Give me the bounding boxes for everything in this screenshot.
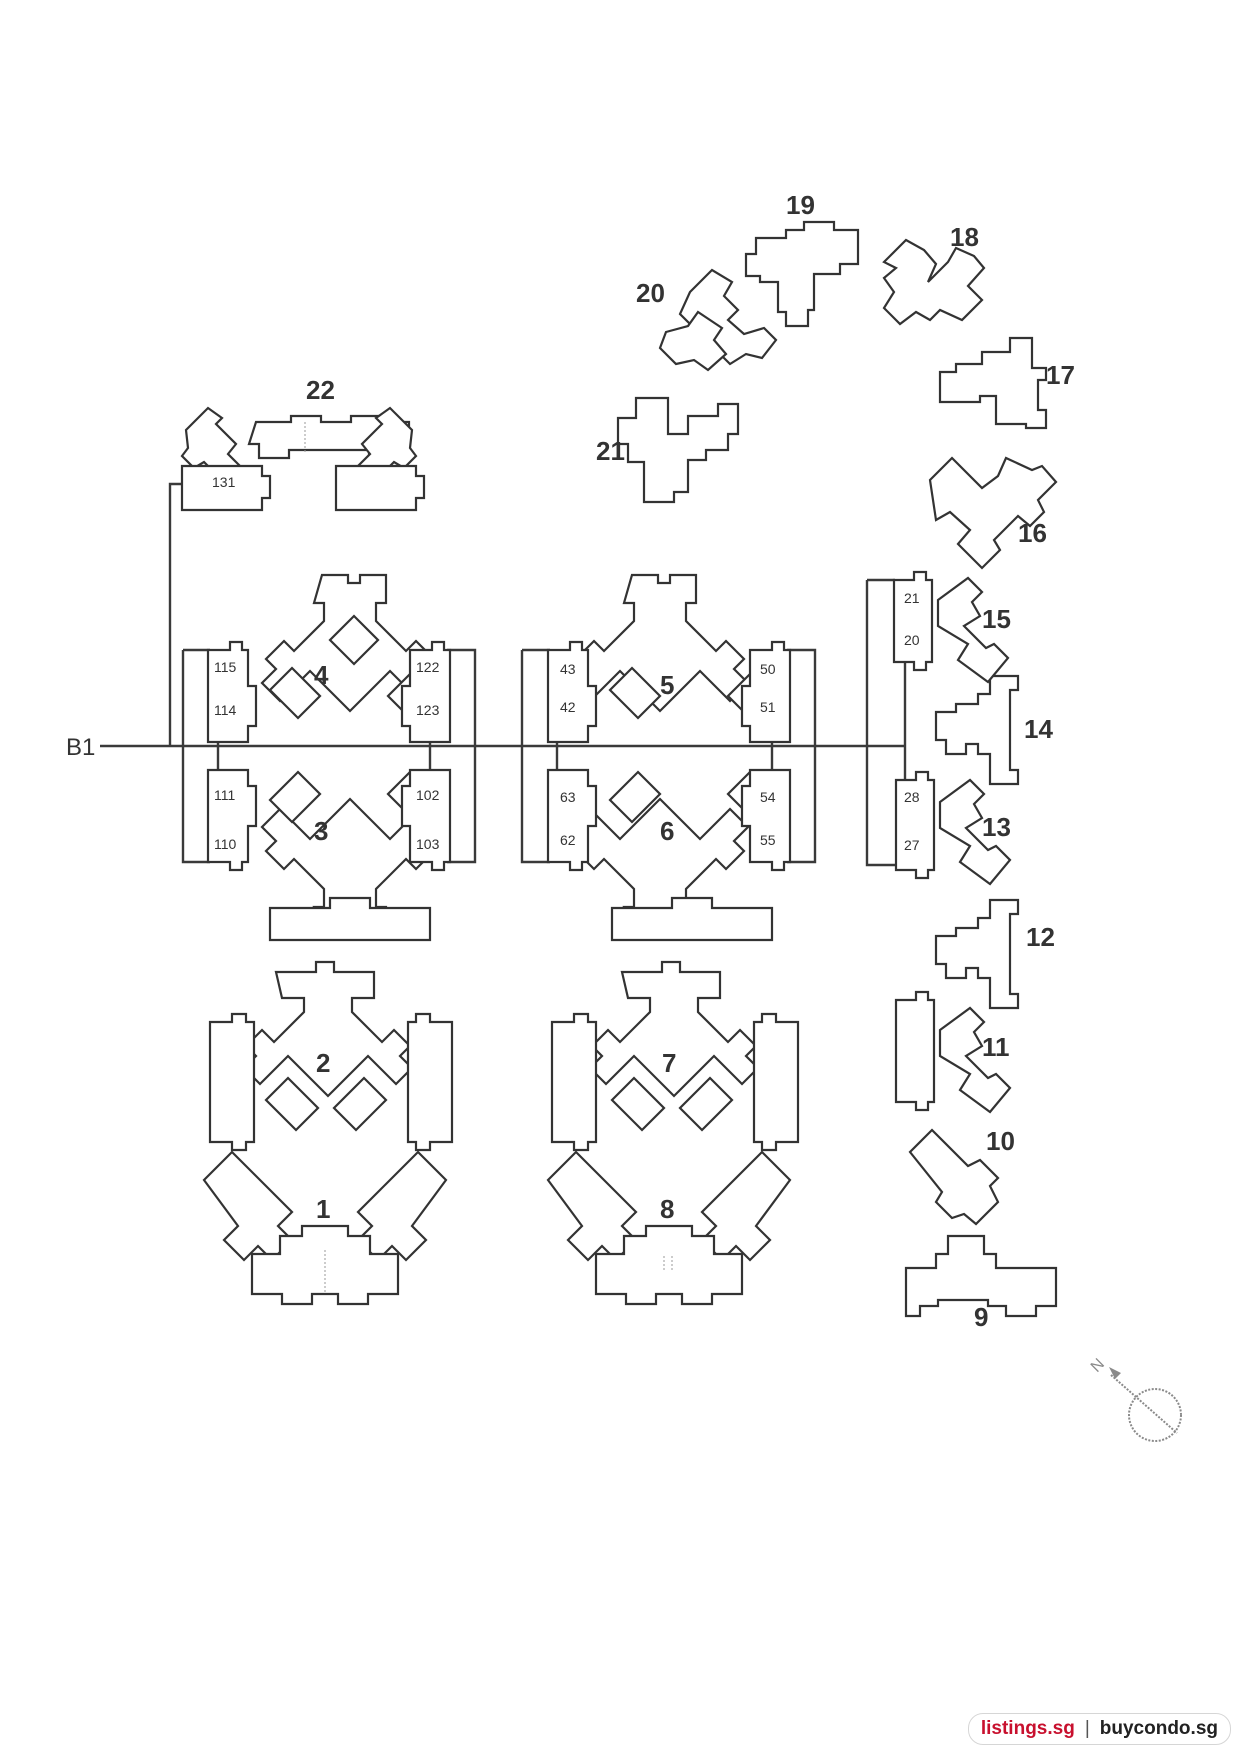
stack-label: 131 <box>212 474 236 490</box>
block-labels: 22 4 3 5 6 2 7 1 8 9 10 11 12 13 14 15 1… <box>306 190 1075 1332</box>
b1-link-lines <box>100 482 907 867</box>
stack-label: 51 <box>760 699 776 715</box>
stack-label: 27 <box>904 837 920 853</box>
block-10[interactable] <box>908 1128 1000 1226</box>
block-label-4: 4 <box>314 660 329 690</box>
block-label-7: 7 <box>662 1048 676 1078</box>
block-label-14: 14 <box>1024 714 1053 744</box>
block-12[interactable] <box>934 898 1020 1010</box>
stack-label: 103 <box>416 836 440 852</box>
block-8[interactable] <box>546 1150 792 1306</box>
stack-label: 122 <box>416 659 440 675</box>
block-label-20: 20 <box>636 278 665 308</box>
block-16[interactable] <box>928 456 1058 570</box>
stack-label: 54 <box>760 789 776 805</box>
level-label-b1: B1 <box>66 734 95 761</box>
stack-label: 110 <box>214 836 237 852</box>
block-13[interactable] <box>894 770 1012 886</box>
stack-label: 102 <box>416 787 440 803</box>
stack-label: 20 <box>904 632 920 648</box>
watermark-separator: | <box>1084 1718 1090 1739</box>
watermark-listings: listings.sg <box>980 1718 1075 1739</box>
stack-label: 62 <box>560 832 576 848</box>
stack-towers-left-quad <box>206 640 452 872</box>
block-label-3: 3 <box>314 816 328 846</box>
block-2[interactable] <box>208 960 454 1152</box>
stack-towers-middle-quad <box>546 640 792 872</box>
block-label-5: 5 <box>660 670 674 700</box>
stack-label: 115 <box>214 659 237 675</box>
block-label-10: 10 <box>986 1126 1015 1156</box>
block-20[interactable] <box>658 268 778 372</box>
block-label-13: 13 <box>982 812 1011 842</box>
north-arrow-icon: N <box>1088 1356 1182 1442</box>
block-label-8: 8 <box>660 1194 674 1224</box>
stack-label: 28 <box>904 789 920 805</box>
stack-label: 63 <box>560 789 576 805</box>
block-19[interactable] <box>744 220 860 328</box>
block-17[interactable] <box>938 336 1048 430</box>
block-label-15: 15 <box>982 604 1011 634</box>
north-symbol: N <box>1088 1356 1108 1376</box>
stack-label: 111 <box>214 787 235 803</box>
watermark: listings.sg | buycondo.sg <box>967 1713 1231 1745</box>
block-label-18: 18 <box>950 222 979 252</box>
block-label-2: 2 <box>316 1048 330 1078</box>
stack-label: 21 <box>904 590 920 606</box>
block-21[interactable] <box>616 396 740 504</box>
block-label-22: 22 <box>306 375 335 405</box>
watermark-buycondo: buycondo.sg <box>1099 1718 1218 1739</box>
block-1[interactable] <box>202 1150 448 1306</box>
block-label-9: 9 <box>974 1302 988 1332</box>
block-label-12: 12 <box>1026 922 1055 952</box>
block-9[interactable] <box>904 1234 1058 1318</box>
block-11[interactable] <box>894 990 1012 1114</box>
stack-label: 55 <box>760 832 776 848</box>
block-label-21: 21 <box>596 436 625 466</box>
stack-label: 50 <box>760 661 776 677</box>
stack-label: 114 <box>214 702 237 718</box>
block-22[interactable] <box>180 406 426 512</box>
block-label-6: 6 <box>660 816 674 846</box>
block-label-19: 19 <box>786 190 815 220</box>
block-14[interactable] <box>934 674 1020 786</box>
block-label-16: 16 <box>1018 518 1047 548</box>
block-label-11: 11 <box>982 1032 1010 1062</box>
stack-label: 43 <box>560 661 576 677</box>
block-15[interactable] <box>892 570 1010 684</box>
stack-labels: 131 115 114 122 123 111 110 102 103 43 4… <box>212 474 920 853</box>
stack-label: 123 <box>416 702 440 718</box>
block-label-17: 17 <box>1046 360 1075 390</box>
block-label-1: 1 <box>316 1194 330 1224</box>
block-7[interactable] <box>550 960 800 1152</box>
block-18[interactable] <box>882 238 986 326</box>
stack-label: 42 <box>560 699 576 715</box>
